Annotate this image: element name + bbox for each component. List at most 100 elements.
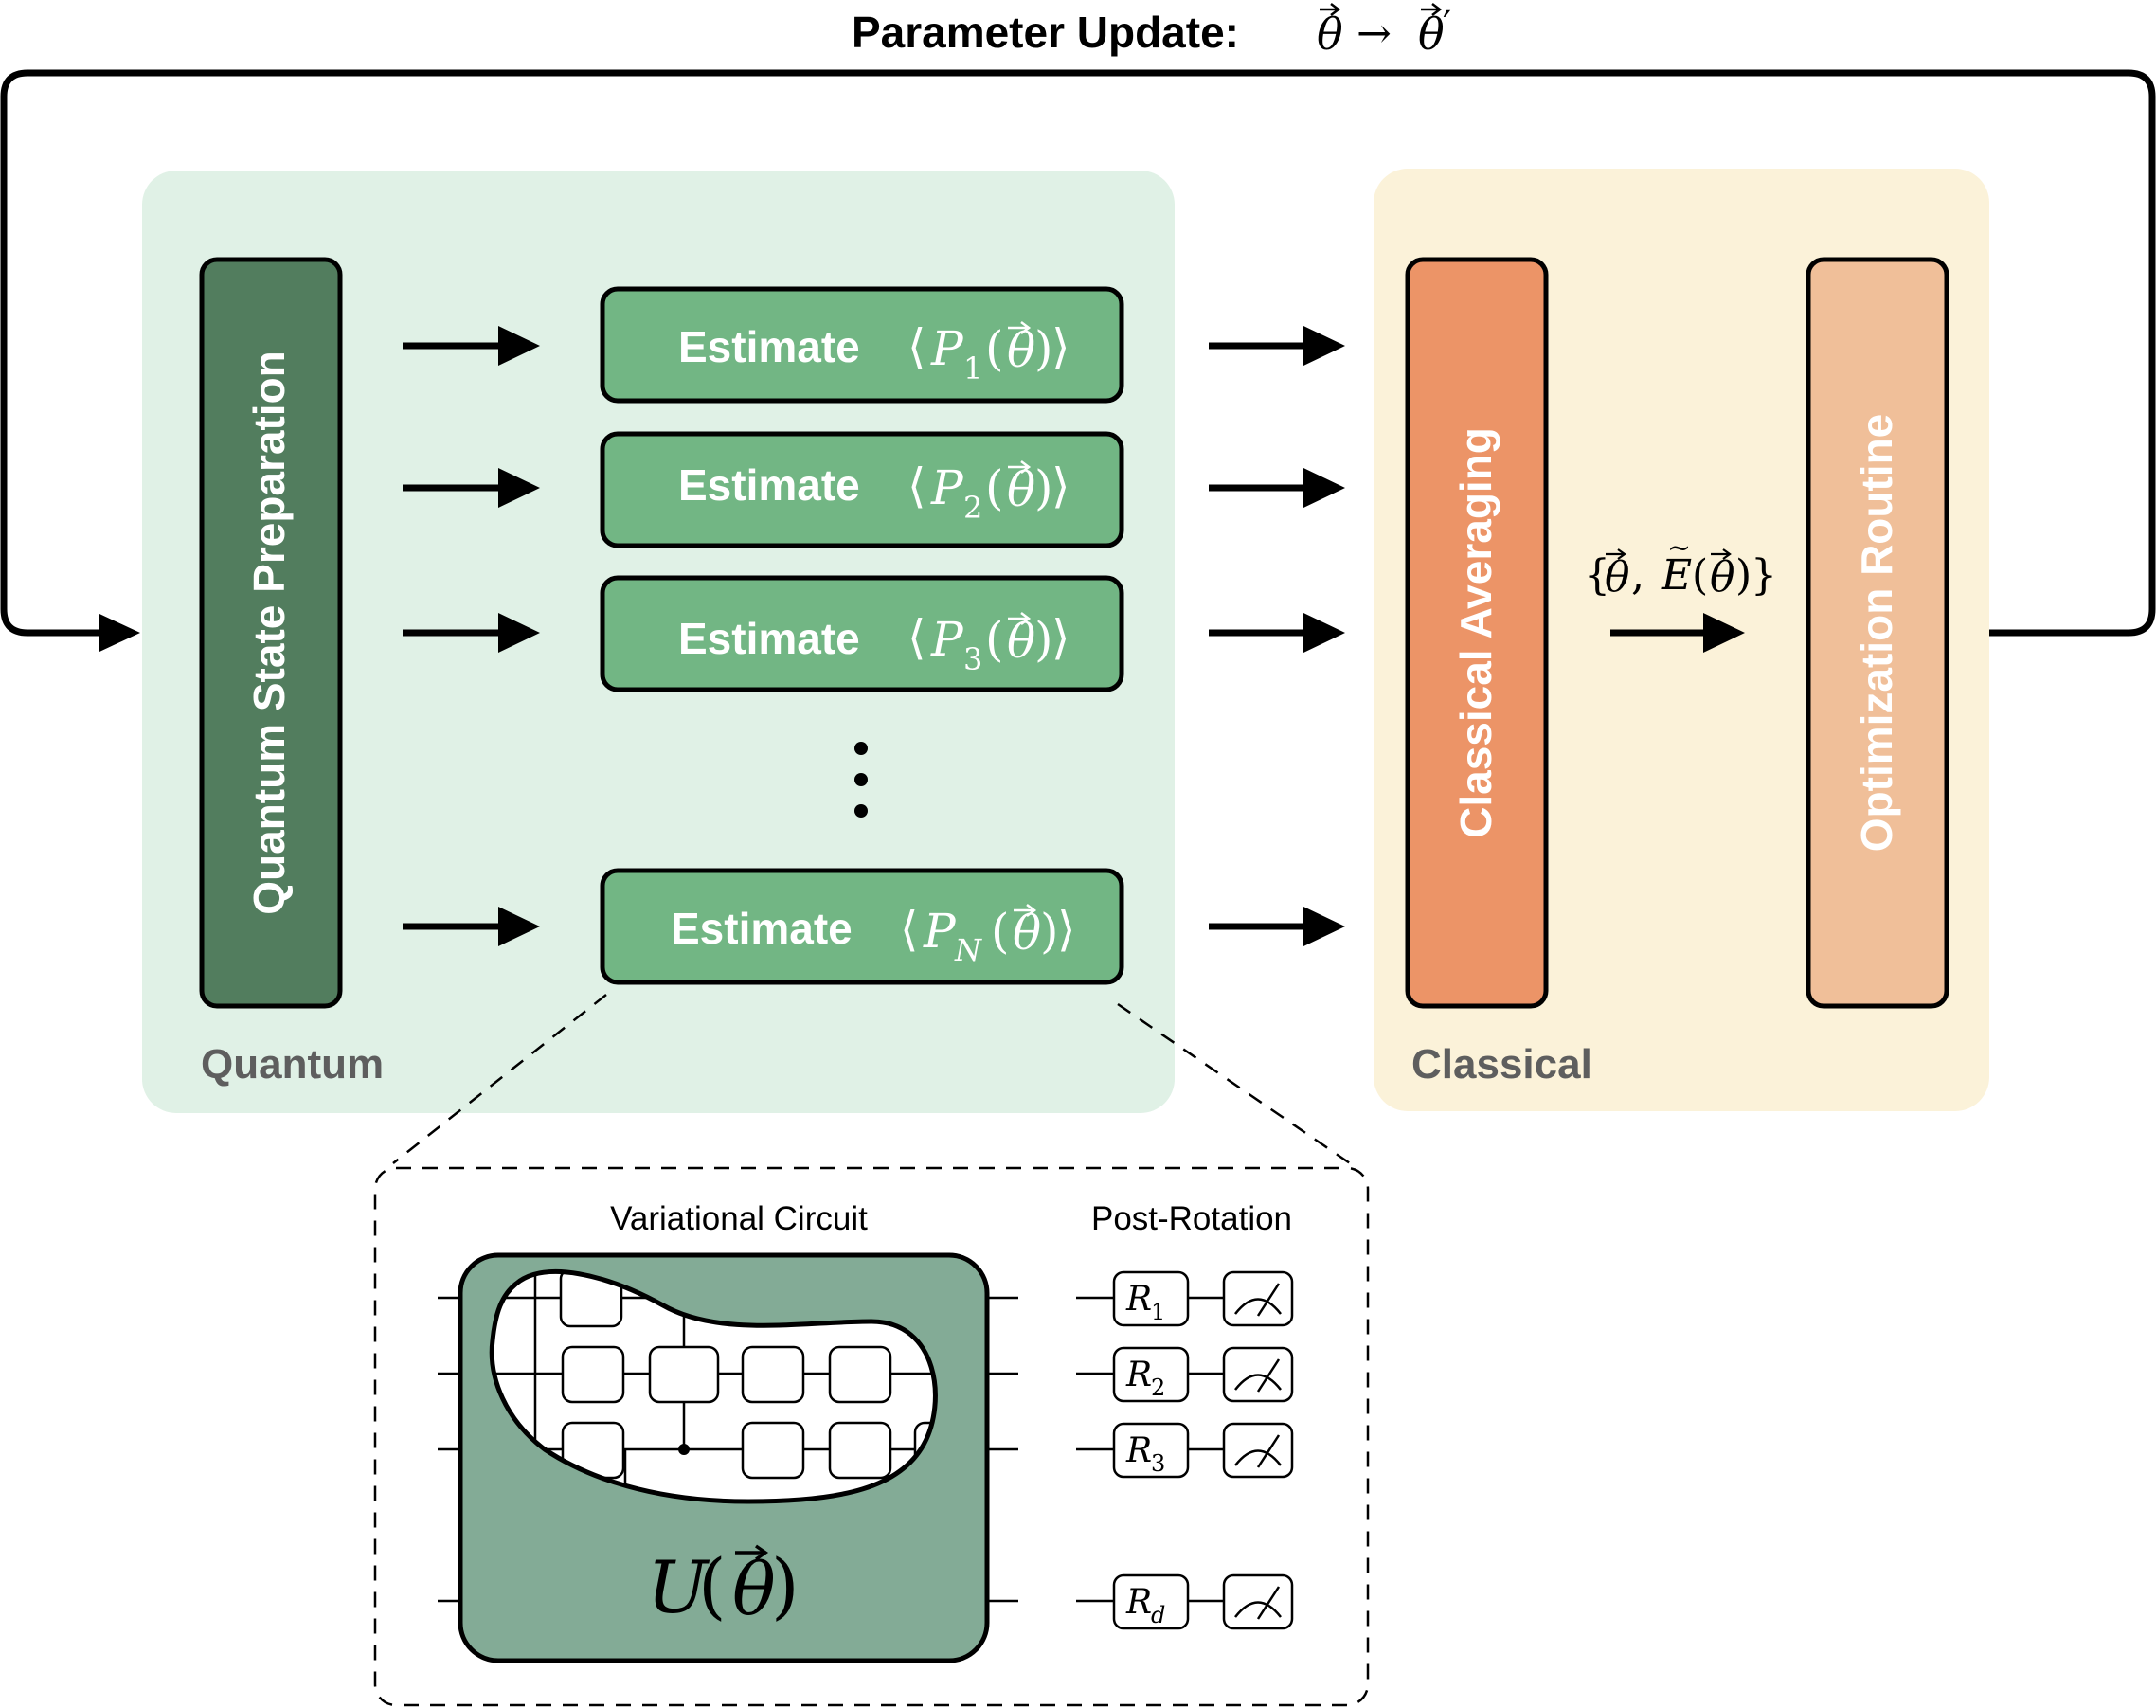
rparen-glyph: ): [1034, 321, 1053, 376]
prime-glyph: ′: [1443, 4, 1451, 47]
lparen-glyph: (: [985, 321, 1004, 376]
vector-arrow-icon: [1014, 904, 1037, 917]
p-glyph: P: [930, 321, 964, 376]
langle-glyph: ⟨: [907, 458, 926, 513]
theta-glyph: θ: [1710, 553, 1735, 602]
p-glyph: P: [930, 612, 964, 667]
vector-arrow-icon: [1320, 3, 1341, 16]
r-glyph: R: [1125, 1431, 1152, 1470]
vertical-ellipsis: [854, 742, 868, 818]
lparen-glyph: (: [991, 904, 1010, 959]
langle-glyph: ⟨: [907, 319, 926, 374]
estimate-label: Estimate: [678, 322, 860, 371]
rangle-glyph: ⟩: [1051, 610, 1070, 665]
p-subscript: 3: [963, 641, 982, 677]
parameter-update-math: θ → θ ′: [1317, 3, 1451, 60]
theta-glyph: θ: [1013, 906, 1041, 961]
estimate-box-n: Estimate ⟨ P N ( θ ) ⟩: [600, 868, 1124, 985]
theta-glyph: θ: [1605, 553, 1630, 602]
theta-glyph: θ: [1007, 462, 1035, 517]
rangle-glyph: ⟩: [1057, 902, 1076, 957]
arrowhead-icon: [1703, 613, 1745, 653]
langle-glyph: ⟨: [907, 610, 926, 665]
zoom-connector-left: [392, 994, 607, 1164]
theta-energy-pair-label: { θ , E ~ ( θ ) }: [1584, 531, 1777, 602]
vector-arrow-icon: [1606, 548, 1626, 560]
p-glyph: P: [923, 904, 957, 959]
r-subscript: 3: [1151, 1450, 1165, 1477]
vector-arrow-icon: [1008, 321, 1032, 334]
optimization-routine-label: Optimization Routine: [1852, 414, 1901, 853]
p-subscript: 2: [963, 490, 982, 526]
theta-prime-glyph: θ: [1418, 9, 1445, 60]
post-rotation-title: Post-Rotation: [1091, 1200, 1292, 1237]
prep-to-estimate-arrows: [403, 326, 540, 946]
estimate-box-3: Estimate ⟨ P 3 ( θ ) ⟩: [600, 575, 1124, 692]
estimate-label: Estimate: [671, 904, 853, 953]
theta-glyph: θ: [1007, 614, 1035, 669]
quantum-state-preparation-block: [199, 257, 343, 1009]
u-glyph: U: [647, 1545, 710, 1629]
estimate-to-averaging-arrows: [1209, 326, 1345, 946]
estimate-label: Estimate: [678, 460, 860, 510]
r-glyph: R: [1125, 1583, 1152, 1622]
post-rotation-row-2: R 2: [1076, 1346, 1294, 1403]
theta-glyph: θ: [1007, 323, 1035, 378]
control-dot-icon: [678, 1444, 690, 1455]
rangle-glyph: ⟩: [1051, 319, 1070, 374]
r-glyph: R: [1125, 1356, 1152, 1394]
feedback-loop-line: [0, 69, 2156, 637]
classical-averaging-block: [1405, 257, 1549, 1009]
arrowhead-icon: [1303, 468, 1345, 508]
vector-arrow-icon: [1421, 3, 1443, 16]
lparen-glyph: (: [698, 1543, 727, 1627]
arrowhead-icon: [498, 907, 540, 946]
p-subscript: 1: [963, 351, 982, 387]
arrowhead-icon: [498, 468, 540, 508]
variational-circuit-title: Variational Circuit: [610, 1200, 868, 1237]
lparen-glyph: (: [985, 460, 1004, 515]
rparen-glyph: ): [1735, 551, 1752, 600]
feedback-arrowhead-icon: [99, 614, 140, 652]
circuit-inset-box: [373, 1166, 1370, 1707]
lparen-glyph: (: [1692, 551, 1708, 600]
vector-arrow-icon: [1008, 460, 1032, 474]
parameter-update-label: Parameter Update: θ → θ ′: [852, 3, 1451, 60]
parameter-update-text: Parameter Update:: [852, 8, 1239, 57]
quantum-state-preparation-label: Quantum State Preparation: [244, 351, 294, 915]
r-subscript: 2: [1151, 1375, 1165, 1401]
r-subscript: 1: [1151, 1299, 1165, 1325]
estimate-box-1: Estimate ⟨ P 1 ( θ ) ⟩: [600, 286, 1124, 404]
vector-arrow-icon: [1711, 548, 1732, 560]
rparen-glyph: ): [771, 1543, 800, 1627]
vector-arrow-icon: [735, 1544, 769, 1561]
classical-averaging-label: Classical Averaging: [1451, 427, 1500, 838]
estimate-box-2: Estimate ⟨ P 2 ( θ ) ⟩: [600, 431, 1124, 548]
vector-arrow-icon: [1008, 612, 1032, 625]
e-glyph: E: [1661, 551, 1692, 600]
tilde-glyph: ~: [1667, 531, 1691, 565]
arrowhead-icon: [1303, 326, 1345, 366]
p-glyph: P: [930, 460, 964, 515]
arrowhead-icon: [498, 326, 540, 366]
theta-glyph: θ: [1317, 9, 1343, 60]
rparen-glyph: ): [1034, 460, 1053, 515]
theta-glyph: θ: [732, 1547, 776, 1631]
r-glyph: R: [1125, 1280, 1152, 1319]
post-rotation-row-d: R d: [1076, 1573, 1294, 1630]
arrowhead-icon: [498, 613, 540, 653]
p-subscript: N: [954, 932, 982, 968]
circuit-cutout: [489, 1269, 938, 1504]
rangle-glyph: ⟩: [1051, 458, 1070, 513]
arrowhead-icon: [1303, 613, 1345, 653]
quantum-region-label: Quantum: [201, 1041, 384, 1088]
rparen-glyph: ): [1040, 904, 1059, 959]
r-subscript: d: [1151, 1602, 1165, 1628]
lbrace-glyph: {: [1584, 551, 1610, 600]
rparen-glyph: ): [1034, 612, 1053, 667]
maps-to-arrow: →: [1356, 9, 1392, 58]
unitary-label: U ( θ ): [647, 1543, 800, 1631]
estimate-label: Estimate: [678, 614, 860, 663]
optimization-routine-block: [1806, 257, 1949, 1009]
